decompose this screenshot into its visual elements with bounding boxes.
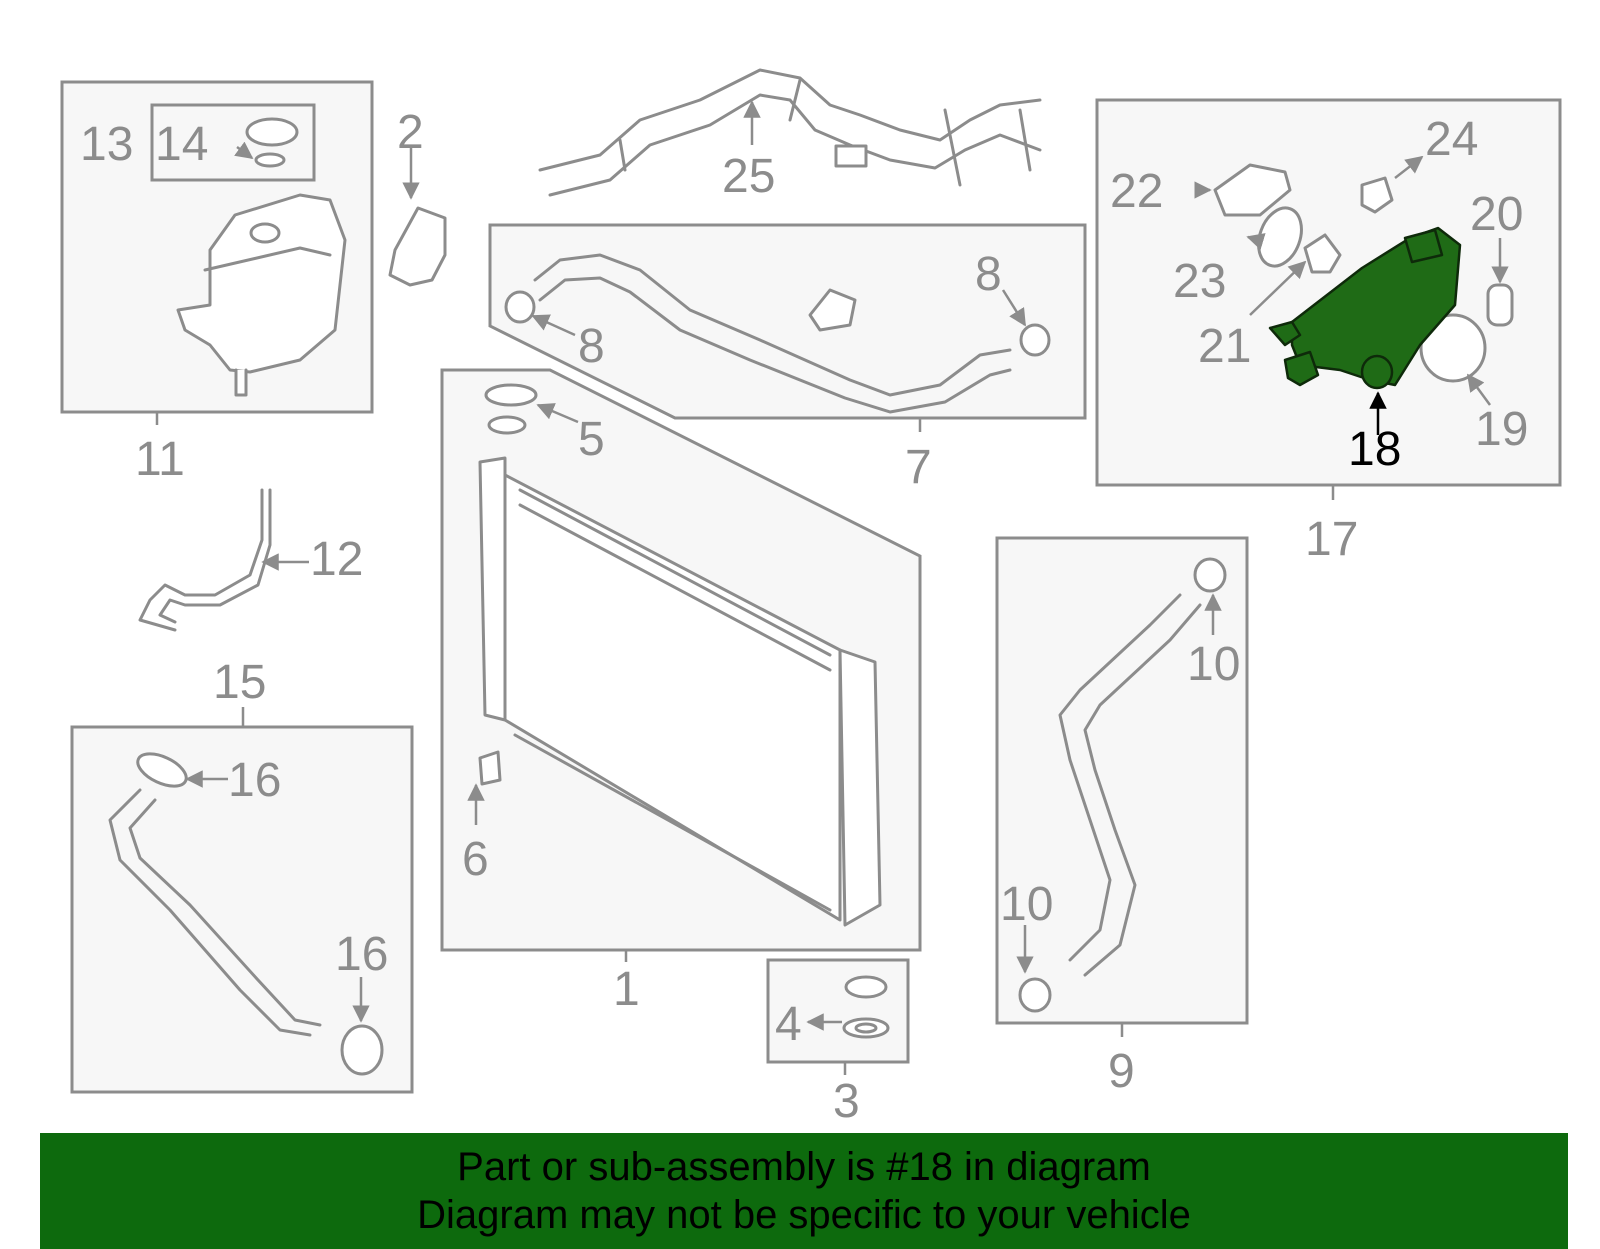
callout-21: 21 — [1198, 320, 1251, 373]
coolant-hose-9 — [1018, 557, 1227, 1013]
thermostat-housing-18 — [1268, 226, 1462, 390]
callout-16-bottom: 16 — [335, 928, 388, 981]
callout-11: 11 — [135, 433, 185, 486]
callout-14: 14 — [155, 118, 208, 171]
group-box-3 — [766, 958, 910, 1064]
radiator-core-1 — [478, 383, 882, 927]
callout-1: 1 — [613, 963, 640, 1016]
part-info-banner: Part or sub-assembly is #18 in diagram D… — [40, 1133, 1568, 1249]
callout-20: 20 — [1470, 188, 1523, 241]
callout-18: 18 — [1348, 423, 1401, 476]
callout-24: 24 — [1425, 113, 1478, 166]
banner-line-2: Diagram may not be specific to your vehi… — [417, 1193, 1191, 1237]
callout-4: 4 — [775, 998, 802, 1051]
callout-7: 7 — [905, 441, 932, 494]
reservoir-bracket-2 — [388, 206, 447, 287]
callout-12: 12 — [310, 533, 363, 586]
callout-23: 23 — [1173, 255, 1226, 308]
callout-8-right: 8 — [975, 248, 1002, 301]
callout-9: 9 — [1108, 1045, 1135, 1098]
callout-10-bottom: 10 — [1000, 878, 1053, 931]
callout-19: 19 — [1475, 403, 1528, 456]
callout-2: 2 — [397, 106, 424, 159]
callout-16-top: 16 — [228, 754, 281, 807]
overflow-hose-12 — [138, 488, 272, 632]
callout-13: 13 — [80, 118, 133, 171]
callout-17: 17 — [1305, 513, 1358, 566]
drain-plug-3 — [842, 975, 890, 1039]
callout-22: 22 — [1110, 165, 1163, 218]
callout-15: 15 — [213, 656, 266, 709]
radiator-hose-7 — [504, 253, 1051, 414]
callout-6: 6 — [462, 833, 489, 886]
group-box-7 — [488, 223, 1087, 420]
callout-8-left: 8 — [578, 320, 605, 373]
banner-line-1: Part or sub-assembly is #18 in diagram — [457, 1145, 1151, 1189]
upper-coolant-hose-25 — [538, 68, 1042, 197]
coolant-hose-15 — [108, 752, 384, 1076]
callout-25: 25 — [722, 150, 775, 203]
callout-10-top: 10 — [1187, 638, 1240, 691]
thermostat-housing-parts-17 — [1213, 163, 1514, 383]
group-box-9 — [995, 536, 1249, 1025]
coolant-reservoir-tank — [176, 117, 347, 397]
callout-5: 5 — [578, 413, 605, 466]
callout-3: 3 — [833, 1075, 860, 1128]
